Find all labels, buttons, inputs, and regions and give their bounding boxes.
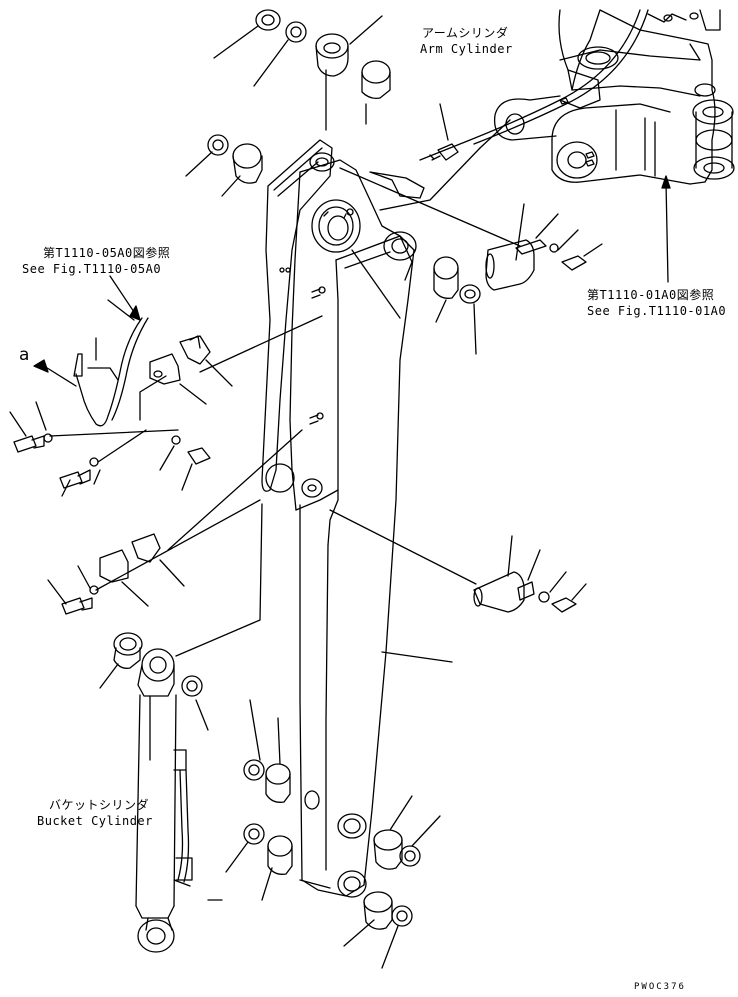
arm-cylinder-top-parts — [213, 9, 521, 247]
arm-cylinder-label-jp: アームシリンダ — [422, 26, 509, 40]
wiring-and-bolts — [9, 299, 261, 615]
bucket-cylinder — [99, 503, 263, 953]
ref-t1110-05a0-label-jp: 第T1110-05A0図参照 — [43, 246, 171, 260]
ref-t1110-01a0-label-en: See Fig.T1110-01A0 — [587, 304, 727, 318]
bottom-bushings — [207, 699, 441, 969]
ref-t1110-05a0-label-en: See Fig.T1110-05A0 — [22, 262, 162, 276]
reference-leaders — [109, 175, 671, 321]
bucket-cylinder-label-en: Bucket Cylinder — [37, 814, 153, 828]
view-marker-a: a — [19, 345, 30, 365]
drawing-code: PWOC376 — [634, 982, 686, 992]
pin-right-upper — [433, 203, 603, 355]
left-upper-parts — [99, 134, 323, 607]
ref-t1110-01a0-label-jp: 第T1110-01A0図参照 — [587, 288, 715, 302]
boom-frame — [419, 9, 735, 185]
pin-right-lower — [329, 509, 587, 613]
arm-body — [261, 139, 453, 898]
bucket-cylinder-label-jp: バケットシリンダ — [49, 798, 150, 812]
arm-cylinder-label-en: Arm Cylinder — [420, 42, 513, 56]
